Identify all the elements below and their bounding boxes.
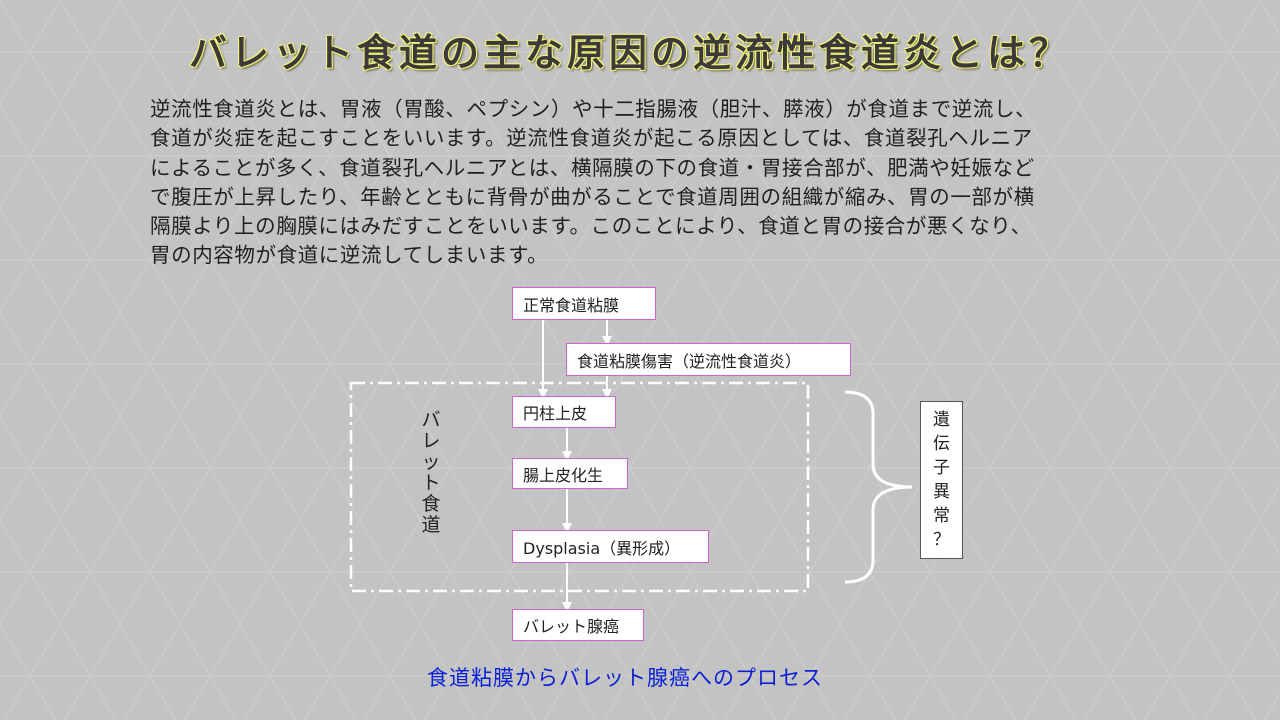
barrett-label-char: ト (421, 472, 441, 494)
node-barrett-adenocarcinoma: バレット腺癌 (512, 609, 644, 641)
gene-label-char: 子 (933, 458, 950, 478)
paragraph-line: 逆流性食道炎とは、胃液（胃酸、ペプシン）や十二指腸液（胆汁、膵液）が食道まで逆流… (150, 97, 1037, 121)
barrett-label-char: レ (421, 430, 441, 452)
gene-label-char: 遺 (933, 410, 950, 430)
barrett-region-outline (349, 381, 810, 593)
barrett-label-char: バ (421, 409, 441, 431)
gene-label-char: 常 (933, 506, 950, 526)
paragraph-line: 胃の内容物が食道に逆流してしまいます。 (150, 243, 549, 268)
paragraph-line: 隔膜より上の胸膜にはみだすことをいいます。このことにより、食道と胃の接合が悪くな… (150, 214, 1032, 239)
gene-label-char: ？ (933, 530, 950, 550)
node-columnar-epithelium: 円柱上皮 (512, 396, 616, 428)
barrett-label-char: ッ (421, 451, 441, 473)
node-intestinal-metaplasia: 腸上皮化生 (512, 458, 628, 489)
paragraph-line: 食道が炎症を起こすことをいいます。逆流性食道炎が起こる原因としては、食道裂孔ヘル… (150, 126, 1033, 151)
gene-label-char: 異 (933, 482, 950, 502)
node-normal-mucosa: 正常食道粘膜 (512, 287, 656, 320)
gene-abnormality-box: 遺 伝 子 異 常 ？ (920, 401, 963, 559)
page-title: バレット食道の主な原因の逆流性食道炎とは？ (188, 31, 1071, 75)
gene-label-char: 伝 (933, 434, 950, 454)
node-dysplasia: Dysplasia（異形成） (512, 530, 709, 563)
diagram-caption: 食道粘膜からバレット腺癌へのプロセス (427, 666, 823, 690)
barrett-esophagus-label: バ レ ッ ト 食 道 (418, 410, 444, 536)
barrett-label-char: 道 (421, 514, 441, 536)
node-mucosal-injury: 食道粘膜傷害（逆流性食道炎） (566, 343, 851, 376)
description-paragraph: 逆流性食道炎とは、胃液（胃酸、ペプシン）や十二指腸液（胆汁、膵液）が食道まで逆流… (150, 95, 1170, 275)
paragraph-line: で腹圧が上昇したり、年齢とともに背骨が曲がることで食道周囲の組織が縮み、胃の一部… (150, 184, 1035, 209)
curly-brace (844, 390, 913, 584)
paragraph-line: によることが多く、食道裂孔ヘルニアとは、横隔膜の下の食道・胃接合部が、肥満や妊娠… (150, 155, 1035, 180)
barrett-label-char: 食 (421, 493, 441, 515)
